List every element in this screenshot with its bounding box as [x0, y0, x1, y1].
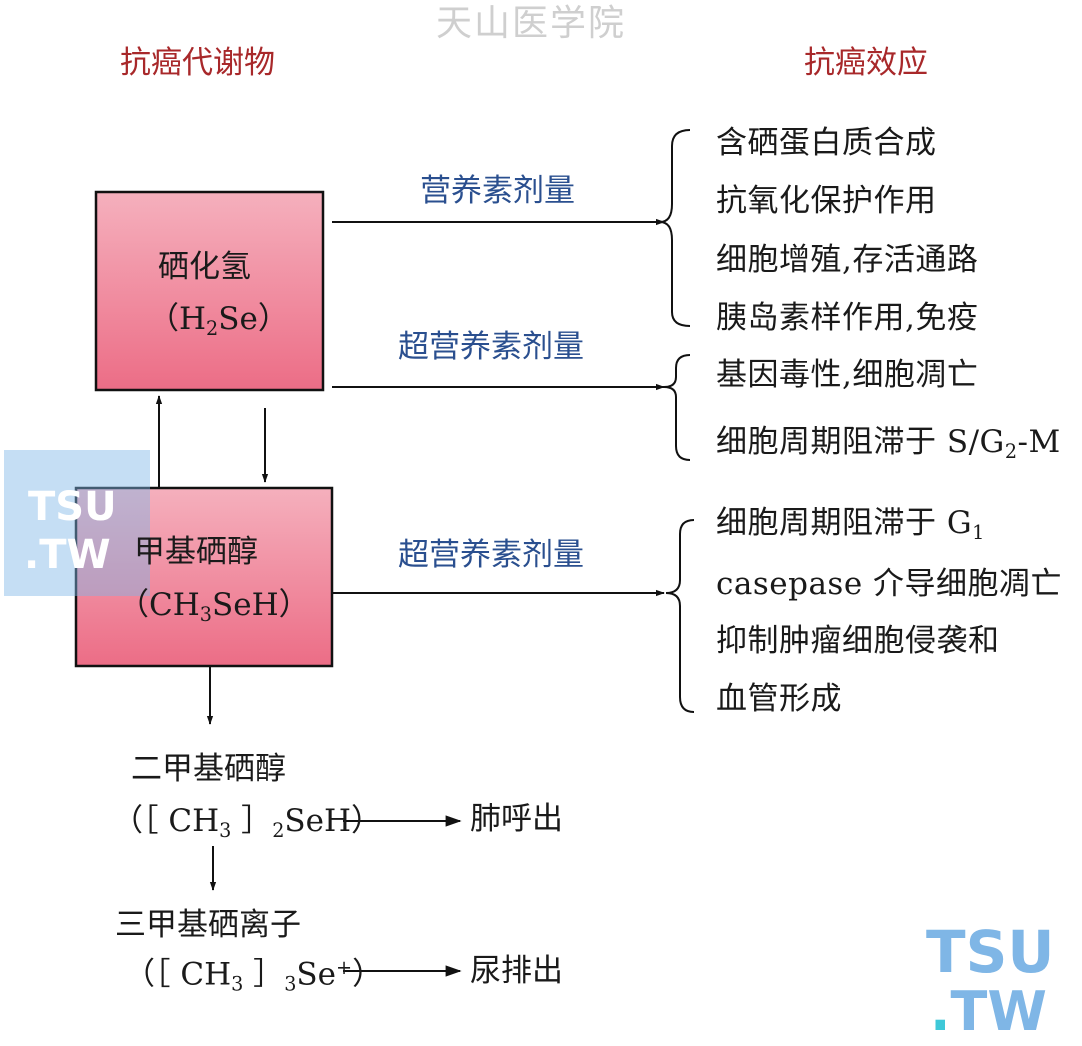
effect-3-1: 细胞周期阻滞于 G1 — [716, 505, 985, 544]
brace-effects-2 — [663, 354, 691, 461]
dimethyl-name: 二甲基硒醇 — [131, 751, 286, 787]
dose-supra-1: 超营养素剂量 — [398, 329, 584, 365]
h2se-box — [94, 190, 325, 392]
trimethyl-name: 三甲基硒离子 — [115, 907, 301, 943]
h2se-name: 硒化氢 — [158, 249, 251, 285]
dose-supra-2: 超营养素剂量 — [398, 537, 584, 573]
header-metabolites: 抗癌代谢物 — [120, 45, 275, 81]
effect-3-4: 血管形成 — [716, 681, 842, 717]
header-effects: 抗癌效应 — [804, 45, 928, 81]
h2se-formula: （H2Se） — [148, 301, 289, 340]
effect-1-2: 抗氧化保护作用 — [716, 183, 937, 219]
brace-effects-3 — [665, 519, 695, 713]
dimethyl-formula: （［ CH3 ］2SeH） — [112, 803, 383, 842]
watermark-site-name: 天山医学院 — [436, 3, 627, 44]
effect-2-2: 细胞周期阻滞于 S/G2-M — [716, 424, 1061, 463]
watermark-logo-dot: . — [930, 980, 951, 1043]
effect-1-3: 细胞增殖,存活通路 — [716, 242, 979, 278]
watermark-logo-left-bottom: .TW — [24, 532, 111, 578]
dose-nutritional: 营养素剂量 — [420, 173, 575, 209]
watermark-logo-right-bottom: .TW — [930, 980, 1047, 1043]
effect-1-1: 含硒蛋白质合成 — [716, 125, 937, 161]
effect-2-1: 基因毒性,细胞凋亡 — [716, 357, 979, 393]
effect-3-3: 抑制肿瘤细胞侵袭和 — [716, 623, 1000, 659]
brace-effects-1 — [659, 129, 691, 327]
effect-3-2: casepase 介导细胞凋亡 — [716, 566, 1063, 602]
excretion-lung: 肺呼出 — [470, 801, 563, 837]
trimethyl-formula: （［ CH3 ］3Se+） — [124, 956, 384, 996]
watermark-logo-tw: TW — [950, 980, 1047, 1043]
ch3seh-name: 甲基硒醇 — [134, 534, 258, 570]
watermark-logo-left: TSU .TW — [4, 450, 150, 596]
watermark-logo-right-top: TSU — [926, 918, 1055, 986]
effect-1-4: 胰岛素样作用,免疫 — [716, 300, 979, 336]
watermark-logo-left-top: TSU — [28, 484, 117, 530]
excretion-urine: 尿排出 — [470, 953, 563, 989]
ch3seh-formula: （CH3SeH） — [118, 587, 310, 626]
ch3seh-box — [74, 486, 334, 668]
